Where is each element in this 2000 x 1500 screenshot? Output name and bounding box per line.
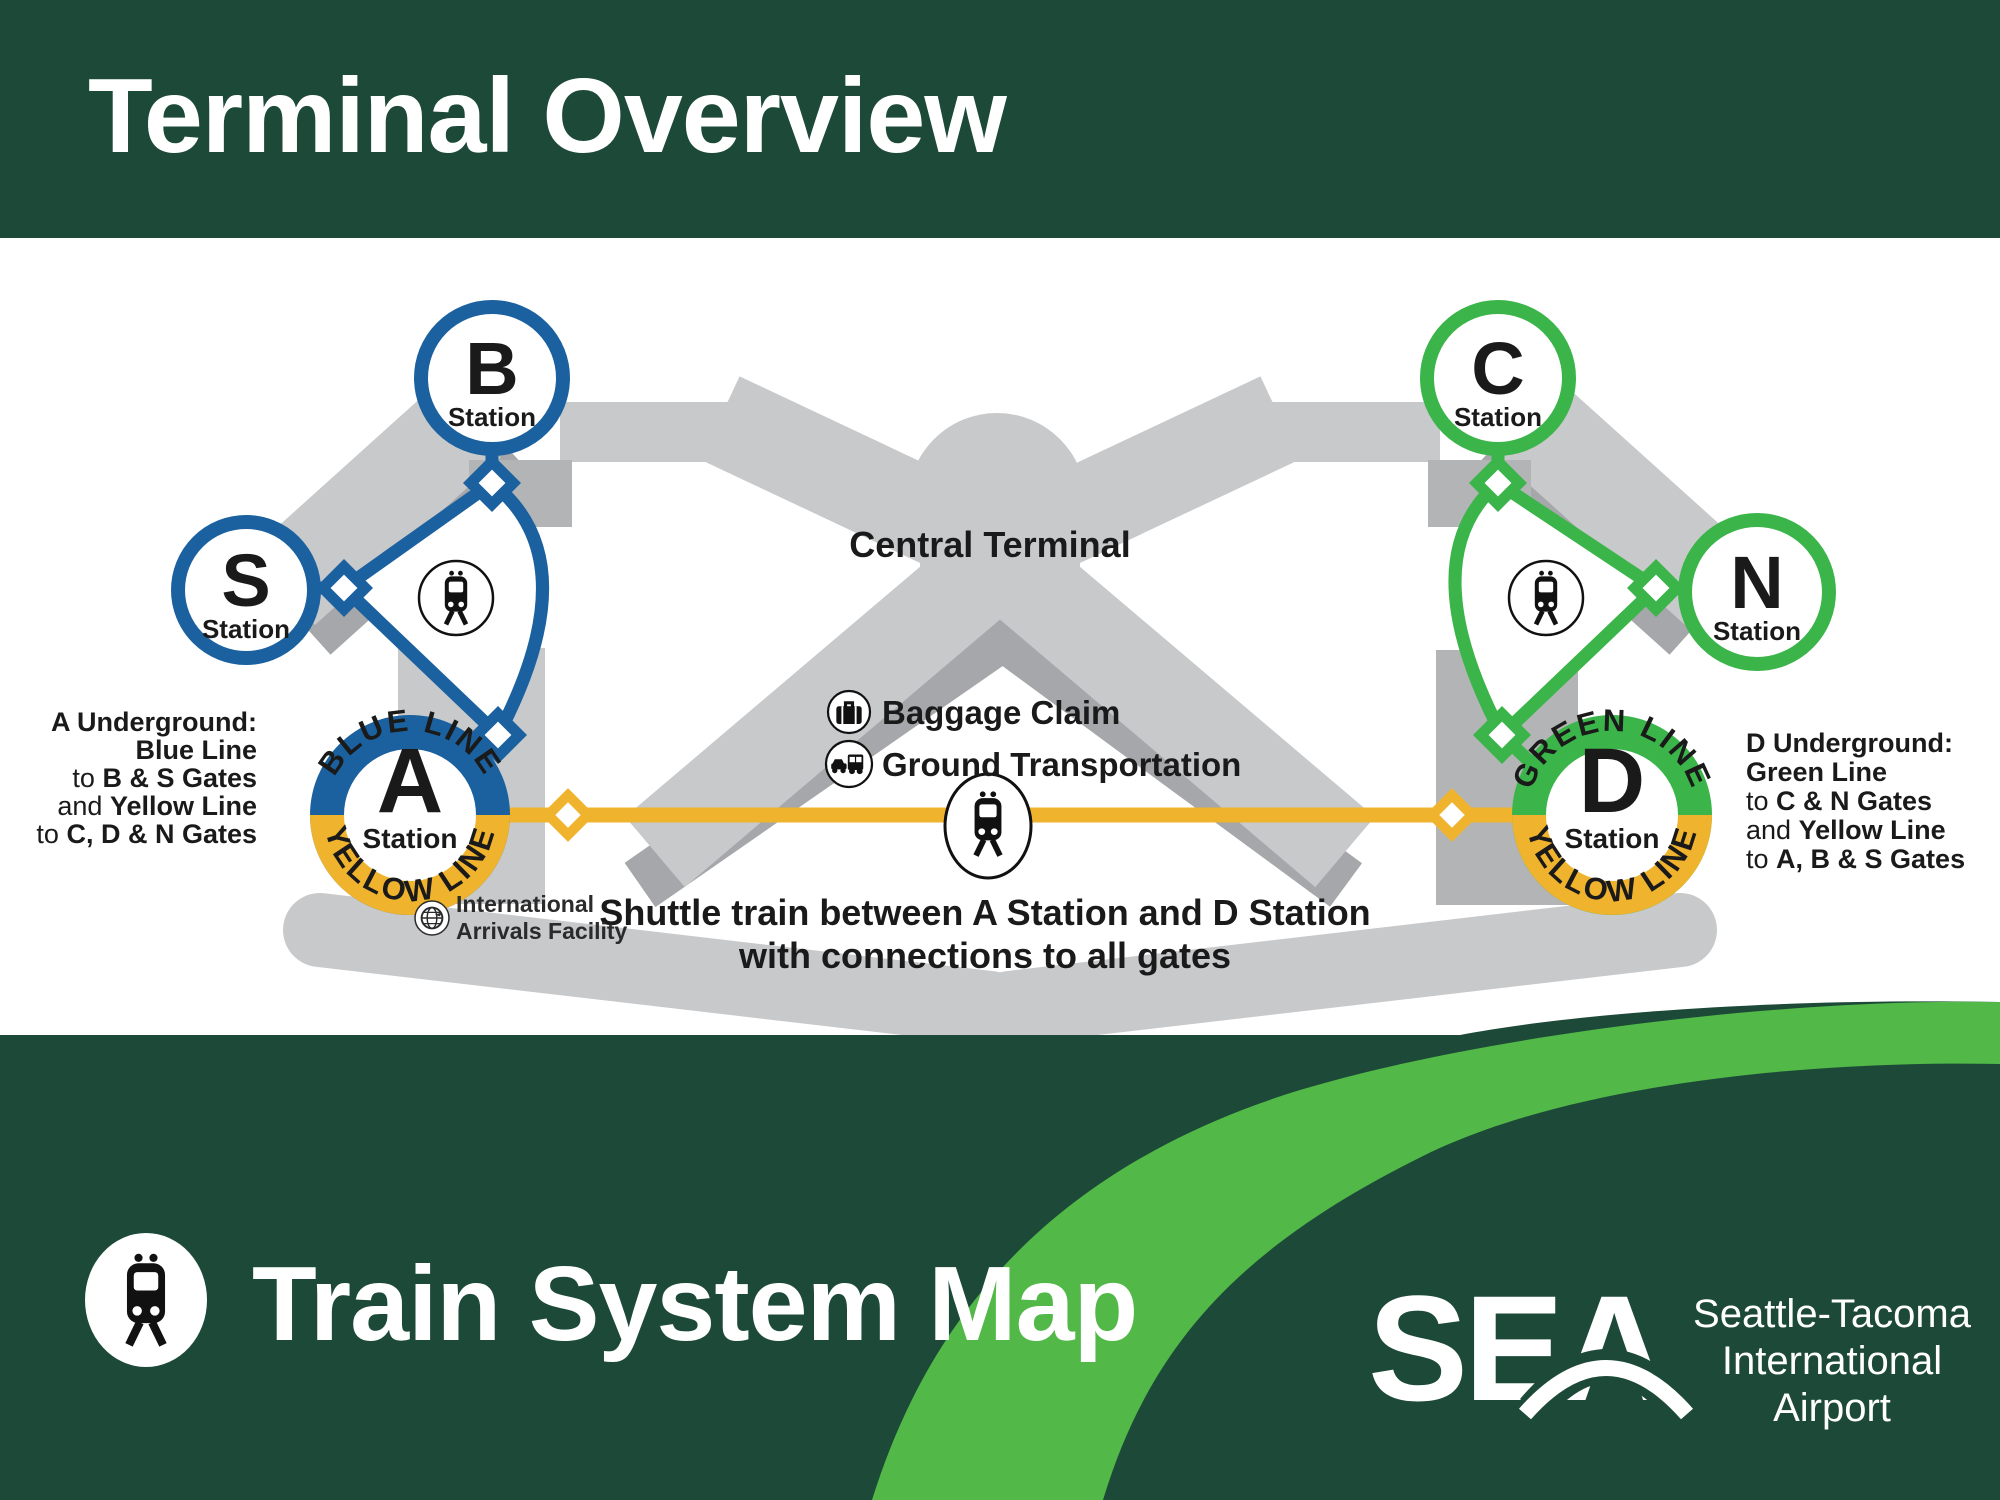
svg-text:to B & S Gates: to B & S Gates	[72, 763, 257, 793]
svg-text:A Underground:: A Underground:	[51, 707, 257, 737]
footer-title-group: Train System Map	[85, 1233, 1138, 1367]
iaf-band	[283, 893, 1027, 1045]
station-a-letter: A	[377, 730, 443, 832]
shuttle-note-line2: with connections to all gates	[738, 935, 1231, 976]
station-s-letter: S	[221, 539, 270, 622]
diamond-n	[1627, 559, 1685, 617]
station-b: B Station	[414, 300, 570, 456]
page-title: Terminal Overview	[88, 57, 1007, 175]
station-s-label: Station	[202, 614, 290, 644]
station-c-label: Station	[1454, 402, 1542, 432]
d-underground-note: D Underground: Green Line to C & N Gates…	[1746, 728, 1965, 874]
footer-band	[0, 1001, 2000, 1500]
iaf-line2: Arrivals Facility	[456, 918, 628, 944]
svg-text:Green Line: Green Line	[1746, 757, 1887, 787]
station-s: S Station	[171, 515, 321, 665]
station-d-label: Station	[1565, 823, 1660, 854]
yellow-diamond-d	[1425, 788, 1479, 842]
central-terminal-label: Central Terminal	[849, 524, 1130, 565]
iaf: International Arrivals Facility	[414, 891, 628, 944]
central-core	[920, 500, 1080, 570]
brand-line1: Seattle-Tacoma	[1693, 1292, 1972, 1336]
iaf-line1: International	[456, 891, 594, 917]
svg-text:D Underground:: D Underground:	[1746, 728, 1953, 758]
sea-arch	[1518, 1360, 1694, 1420]
station-d-letter: D	[1579, 730, 1645, 832]
svg-text:and Yellow Line: and Yellow Line	[1746, 815, 1946, 845]
svg-text:and Yellow Line: and Yellow Line	[57, 791, 257, 821]
footer-title: Train System Map	[252, 1245, 1137, 1363]
sea-logo: SEA Seattle-Tacoma International Airport	[1368, 1264, 1972, 1432]
diamond-c	[1469, 454, 1527, 512]
diamond-s	[315, 559, 373, 617]
brand-line2: International	[1722, 1339, 1942, 1383]
sea-wordmark: SEA	[1368, 1264, 1665, 1432]
diamond-b	[463, 454, 521, 512]
svg-text:Blue Line: Blue Line	[135, 735, 257, 765]
shuttle-train-badge	[943, 772, 1033, 880]
baggage-claim-label: Baggage Claim	[882, 694, 1120, 731]
green-line-loop	[1448, 445, 1688, 767]
station-a: BLUE LINE YELLOW LINE A Station	[310, 702, 510, 915]
station-a-label: Station	[363, 823, 458, 854]
station-b-letter: B	[465, 327, 518, 410]
ground-transportation-label: Ground Transportation	[882, 746, 1241, 783]
legend: Baggage Claim Ground Transportation	[824, 689, 1241, 789]
brand-line3: Airport	[1773, 1386, 1891, 1430]
band-right	[973, 893, 1717, 1045]
station-c: C Station	[1420, 300, 1576, 456]
diamond-d-loop	[1473, 706, 1531, 764]
svg-text:to C & N Gates: to C & N Gates	[1746, 786, 1932, 816]
station-n: N Station	[1678, 513, 1836, 671]
a-underground-note: A Underground: Blue Line to B & S Gates …	[36, 707, 257, 849]
station-c-letter: C	[1471, 327, 1524, 410]
station-n-label: Station	[1713, 616, 1801, 646]
header-band	[0, 0, 2000, 238]
green-swoosh	[872, 1001, 2000, 1500]
station-n-letter: N	[1730, 541, 1783, 624]
diamond-a-loop	[469, 706, 527, 764]
yellow-diamond-a	[541, 788, 595, 842]
svg-text:to C, D & N Gates: to C, D & N Gates	[36, 819, 257, 849]
station-b-label: Station	[448, 402, 536, 432]
shuttle-note-line1: Shuttle train between A Station and D St…	[599, 892, 1370, 933]
svg-text:to A, B & S Gates: to A, B & S Gates	[1746, 844, 1965, 874]
